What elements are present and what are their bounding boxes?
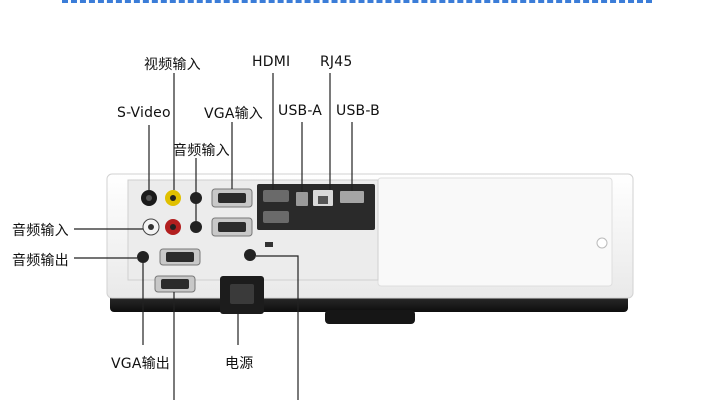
label-audio-in-left: 音频输入 — [12, 223, 69, 239]
usb-b-port — [340, 191, 364, 203]
label-hdmi: HDMI — [252, 54, 291, 70]
label-rj45: RJ45 — [320, 54, 353, 70]
audio-in-mid-port — [190, 221, 202, 233]
label-audio-out: 音频输出 — [12, 253, 69, 269]
leader-lines — [74, 73, 353, 400]
label-audio-in-mid: 音频输入 — [173, 143, 230, 159]
label-usb-a: USB-A — [278, 103, 323, 119]
usb-a-port — [296, 192, 308, 206]
indicator-hole — [596, 237, 608, 249]
lock-slot — [265, 242, 273, 247]
hdmi-port-2 — [263, 211, 289, 223]
hdmi-port-1 — [263, 190, 289, 202]
label-power: 电源 — [225, 356, 254, 372]
label-audio-in-top: 视频输入 — [144, 57, 201, 73]
label-vga-out: VGA输出 — [111, 356, 171, 372]
top-dashed-divider — [62, 0, 652, 3]
rs232-jack — [244, 249, 256, 261]
right-panel — [377, 177, 613, 287]
label-usb-b: USB-B — [336, 103, 380, 119]
projector-foot — [325, 310, 415, 324]
label-s-video: S-Video — [117, 105, 171, 121]
audio-out-port — [137, 251, 149, 263]
label-vga-in: VGA输入 — [204, 106, 264, 122]
leader-rs232 — [256, 255, 299, 400]
